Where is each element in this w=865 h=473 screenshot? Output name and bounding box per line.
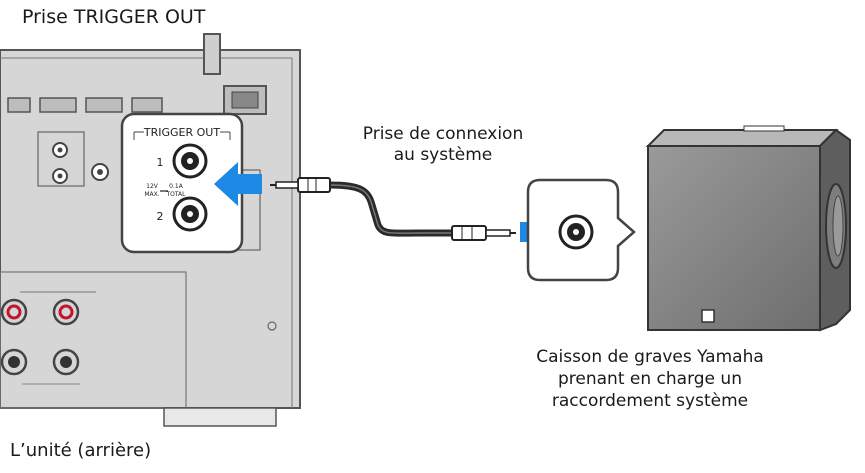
mini-jack-cable <box>270 177 516 241</box>
spec-total: TOTAL <box>165 191 186 198</box>
port-2-label: 2 <box>157 210 164 223</box>
insert-arrow-receiver <box>214 162 262 206</box>
power-cord <box>203 33 221 75</box>
yamaha-logo-badge <box>701 309 715 323</box>
spec-max: MAX. <box>144 191 159 198</box>
network-port <box>223 85 267 115</box>
callout-heading: TRIGGER OUT <box>143 126 220 139</box>
spec-current: 0.1A <box>169 183 184 190</box>
port-1-label: 1 <box>157 156 164 169</box>
speaker-terminals <box>0 271 187 409</box>
connection-caption: Prise de connexion au système <box>362 124 524 165</box>
trigger-jack-1 <box>172 143 208 179</box>
trigger-out-title: Prise TRIGGER OUT <box>22 6 206 28</box>
unit-rear-caption: L’unité (arrière) <box>10 440 152 461</box>
subwoofer <box>645 125 851 332</box>
subwoofer-jack-callout <box>526 178 636 282</box>
spec-voltage: 12V <box>146 183 159 190</box>
remote-jack-group <box>37 131 109 187</box>
subwoofer-caption: Caisson de graves Yamaha prenant en char… <box>536 347 764 411</box>
hdmi-port-row <box>7 97 163 113</box>
trigger-jack-2 <box>172 196 208 232</box>
receiver-rear-panel <box>0 33 301 427</box>
